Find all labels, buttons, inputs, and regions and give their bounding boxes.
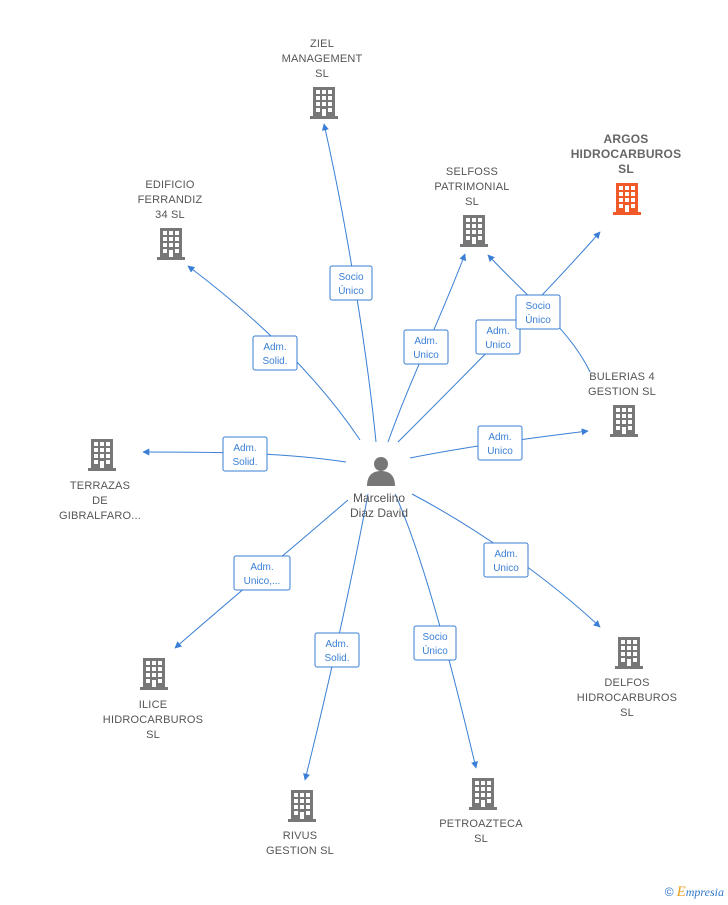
building-icon xyxy=(610,405,638,437)
building-icon xyxy=(615,637,643,669)
company-label-line: FERRANDIZ xyxy=(138,194,203,206)
edge-label-line: Socio xyxy=(422,632,447,643)
edge-label-petroazteca[interactable]: Socio Único xyxy=(413,625,457,661)
company-label-line: HIDROCARBUROS xyxy=(577,692,677,704)
edge-label-line: Adm. xyxy=(414,336,437,347)
company-label-line: SL xyxy=(474,833,488,845)
edge-label-line: Adm. xyxy=(250,562,273,573)
company-label-line: SELFOSS xyxy=(446,166,498,178)
copyright-symbol: © xyxy=(664,885,674,899)
company-node-ilice[interactable]: ILICE HIDROCARBUROS SL xyxy=(103,658,203,741)
company-node-edificio[interactable]: EDIFICIO FERRANDIZ 34 SL xyxy=(138,179,203,260)
edge-label-argos[interactable]: Adm. Unico xyxy=(475,319,521,355)
company-label-line: SL xyxy=(465,196,479,208)
company-node-argos[interactable]: ARGOS HIDROCARBUROS SL xyxy=(571,132,682,215)
edge-label-line: Unico xyxy=(485,340,511,351)
company-node-ziel[interactable]: ZIEL MANAGEMENT SL xyxy=(282,38,363,119)
edge-label-line: Unico,... xyxy=(244,576,281,587)
company-label-line: EDIFICIO xyxy=(145,179,195,191)
person-name-line: Diaz David xyxy=(350,506,408,520)
person-icon xyxy=(367,457,395,486)
edge-label-line: Unico xyxy=(493,563,519,574)
edge-label-bulerias[interactable]: Adm. Unico xyxy=(477,425,523,461)
company-label-line: TERRAZAS xyxy=(70,480,130,492)
company-label-line: 34 SL xyxy=(155,209,185,221)
building-icon xyxy=(140,658,168,690)
company-label-line: ILICE xyxy=(139,699,168,711)
company-label-line: RIVUS xyxy=(283,830,318,842)
building-icon xyxy=(613,183,641,215)
edge-label-line: Socio xyxy=(338,272,363,283)
building-icon xyxy=(310,87,338,119)
building-icon xyxy=(469,778,497,810)
edge-label-line: Único xyxy=(422,644,448,657)
company-node-selfoss[interactable]: SELFOSS PATRIMONIAL SL xyxy=(434,166,509,247)
company-label-line: GESTION SL xyxy=(266,845,334,857)
company-label-line: PATRIMONIAL xyxy=(434,181,509,193)
edge-label-line: Adm. xyxy=(494,549,517,560)
company-label-line: BULERIAS 4 xyxy=(589,371,655,383)
edge-label-line: Adm. xyxy=(488,432,511,443)
edge-label-line: Unico xyxy=(413,350,439,361)
company-node-delfos[interactable]: DELFOS HIDROCARBUROS SL xyxy=(577,637,677,719)
company-label-line: SL xyxy=(618,162,634,176)
edge-label-line: Adm. xyxy=(325,639,348,650)
edge-petroazteca xyxy=(394,493,478,769)
edge-label-line: Solid. xyxy=(232,457,257,468)
building-icon xyxy=(460,215,488,247)
edge-label-line: Único xyxy=(338,284,364,297)
edge-label-line: Adm. xyxy=(263,342,286,353)
edge-label-line: Adm. xyxy=(233,443,256,454)
edge-label-line: Único xyxy=(525,313,551,326)
company-label-line: SL xyxy=(315,68,329,80)
company-label-line: SL xyxy=(620,707,634,719)
company-label-line: DELFOS xyxy=(604,677,649,689)
company-label-line: GIBRALFARO... xyxy=(59,510,141,522)
edge-labels: Socio Único Adm. Solid. Adm. Unico Adm. … xyxy=(222,265,561,668)
edge-label-line: Adm. xyxy=(486,326,509,337)
edge-label-ilice[interactable]: Adm. Unico,... xyxy=(233,555,291,591)
edge-label-line: Unico xyxy=(487,446,513,457)
company-label-line: ZIEL xyxy=(310,38,334,50)
company-label-line: PETROAZTECA xyxy=(439,818,523,830)
edge-label-rivus[interactable]: Adm. Solid. xyxy=(314,632,360,668)
edge-label-line: Socio xyxy=(525,301,550,312)
company-label-line: DE xyxy=(92,495,108,507)
edge-label-delfos[interactable]: Adm. Unico xyxy=(483,542,529,578)
company-node-rivus[interactable]: RIVUS GESTION SL xyxy=(266,790,334,857)
edge-label-ziel[interactable]: Socio Único xyxy=(329,265,373,301)
company-label-line: GESTION SL xyxy=(588,386,656,398)
edge-label-selfoss[interactable]: Adm. Unico xyxy=(403,329,449,365)
brand-initial: E xyxy=(676,884,686,900)
company-label-line: HIDROCARBUROS xyxy=(103,714,203,726)
company-label-line: HIDROCARBUROS xyxy=(571,147,682,161)
edge-label-bulerias-selfoss[interactable]: Socio Único xyxy=(515,294,561,330)
company-label-line: MANAGEMENT xyxy=(282,53,363,65)
edge-label-line: Solid. xyxy=(262,356,287,367)
company-node-petroazteca[interactable]: PETROAZTECA SL xyxy=(439,778,523,845)
person-name-line: Marcelino xyxy=(353,491,405,505)
building-icon xyxy=(288,790,316,822)
building-icon xyxy=(88,439,116,471)
brand-name: mpresia xyxy=(685,885,724,899)
edge-label-line: Solid. xyxy=(324,653,349,664)
empresia-logo[interactable]: ©Empresia xyxy=(665,884,724,901)
company-label-line: ARGOS xyxy=(603,132,648,146)
building-icon xyxy=(157,228,185,260)
edge-label-terrazas[interactable]: Adm. Solid. xyxy=(222,436,268,472)
edge-label-edificio[interactable]: Adm. Solid. xyxy=(252,335,298,371)
company-label-line: SL xyxy=(146,729,160,741)
person-node[interactable]: Marcelino Diaz David xyxy=(350,457,408,520)
edges xyxy=(142,123,601,781)
company-node-bulerias[interactable]: BULERIAS 4 GESTION SL xyxy=(588,371,656,437)
company-node-terrazas[interactable]: TERRAZAS DE GIBRALFARO... xyxy=(59,439,141,522)
